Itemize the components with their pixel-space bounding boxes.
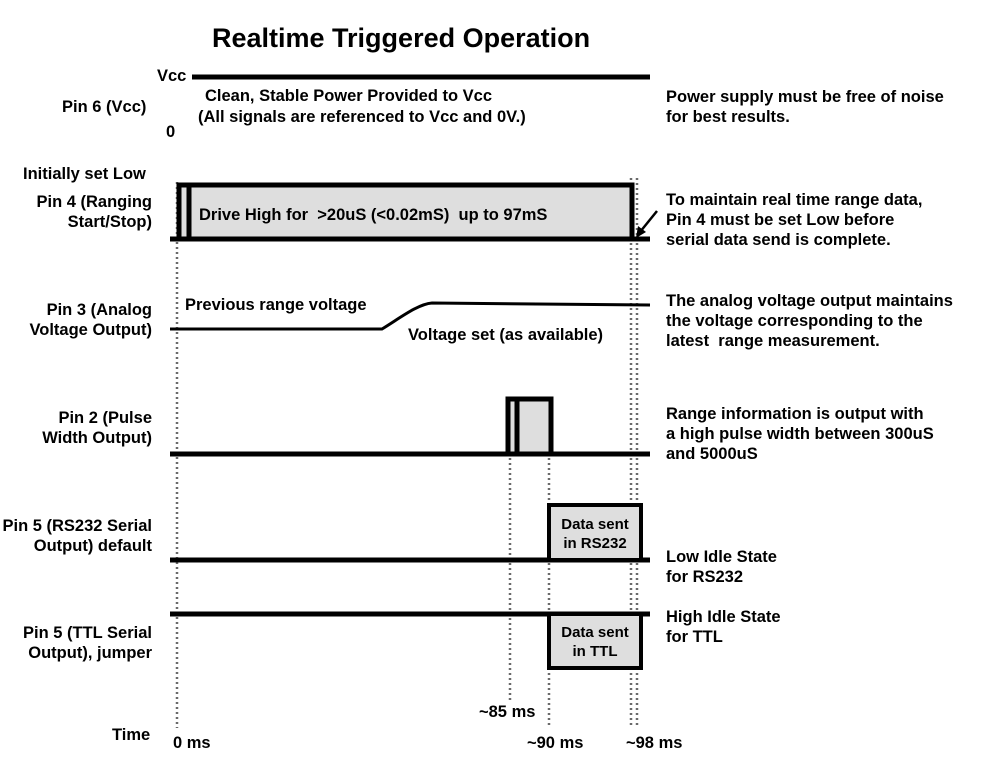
- pin4-pulse-text: Drive High for >20uS (<0.02mS) up to 97m…: [199, 206, 548, 224]
- diagram-title: Realtime Triggered Operation: [212, 23, 591, 53]
- ttl-box-line-2: in TTL: [572, 643, 618, 660]
- pin2-note-line-3: and 5000uS: [666, 445, 758, 463]
- pin2-range-pulse: [505, 396, 554, 457]
- pin5-ttl-waveform: [170, 611, 650, 670]
- ttl-label-line-1: Pin 5 (TTL Serial: [23, 624, 152, 642]
- ttl-label-line-2: Output), jumper: [28, 644, 152, 662]
- pin4-note-line-3: serial data send is complete.: [666, 231, 891, 249]
- time-mark-90ms: ~90 ms: [527, 734, 584, 752]
- pin4-high-pulse: [176, 182, 635, 242]
- pin4-label-line-1: Pin 4 (Ranging: [36, 193, 153, 211]
- vcc-pin-label: Pin 6 (Vcc): [62, 98, 147, 116]
- pin3-label-line-1: Pin 3 (Analog: [46, 301, 152, 319]
- pin2-label-line-1: Pin 2 (Pulse: [58, 409, 152, 427]
- ttl-data-box: [547, 612, 643, 670]
- pin4-note-arrow: [639, 210, 658, 233]
- vcc-note-line-2: for best results.: [666, 108, 790, 126]
- pin2-label-line-2: Width Output): [42, 429, 152, 447]
- pin4-note-arrowhead: [636, 226, 646, 238]
- rs232-box-line-2: in RS232: [563, 535, 627, 552]
- pin3-label-line-2: Voltage Output): [29, 321, 152, 339]
- pin3-note-line-1: The analog voltage output maintains: [666, 292, 953, 310]
- time-mark-0ms: 0 ms: [173, 734, 211, 752]
- pin4-label-line-2: Start/Stop): [67, 213, 152, 231]
- vcc-rail-label: Vcc: [157, 67, 187, 85]
- pin4-initial-state-label: Initially set Low: [23, 165, 146, 183]
- pin3-note-line-3: latest range measurement.: [666, 332, 880, 350]
- vcc-caption-line-2: (All signals are referenced to Vcc and 0…: [198, 108, 526, 126]
- ttl-note-line-1: High Idle State: [666, 608, 781, 626]
- pin4-note-line-2: Pin 4 must be set Low before: [666, 211, 895, 229]
- rs232-label-line-1: Pin 5 (RS232 Serial: [2, 517, 153, 535]
- pin3-previous-voltage-text: Previous range voltage: [185, 296, 367, 314]
- rs232-note-line-1: Low Idle State: [666, 548, 777, 566]
- rs232-box-line-1: Data sent: [561, 516, 629, 533]
- time-mark-98ms: ~98 ms: [626, 734, 683, 752]
- pin4-note-line-1: To maintain real time range data,: [666, 191, 923, 209]
- rs232-data-box: [547, 503, 643, 562]
- pin5-rs232-waveform: [170, 503, 650, 563]
- pin2-waveform: [170, 396, 650, 457]
- pin3-note-line-2: the voltage corresponding to the: [666, 312, 923, 330]
- pin2-note-line-2: a high pulse width between 300uS: [666, 425, 934, 443]
- vcc-caption-line-1: Clean, Stable Power Provided to Vcc: [205, 87, 493, 105]
- ttl-box-line-1: Data sent: [561, 624, 629, 641]
- time-mark-85ms: ~85 ms: [479, 703, 536, 721]
- vcc-zero-label: 0: [166, 123, 176, 141]
- ttl-note-line-2: for TTL: [666, 628, 723, 646]
- pin3-waveform: [170, 301, 651, 331]
- pin2-note-line-1: Range information is output with: [666, 405, 924, 423]
- time-axis-label: Time: [112, 726, 151, 744]
- rs232-note-line-2: for RS232: [666, 568, 744, 586]
- vcc-note-line-1: Power supply must be free of noise: [666, 88, 944, 106]
- pin4-waveform: [170, 182, 658, 242]
- pin3-voltage-set-text: Voltage set (as available): [408, 326, 604, 344]
- rs232-label-line-2: Output) default: [33, 537, 152, 555]
